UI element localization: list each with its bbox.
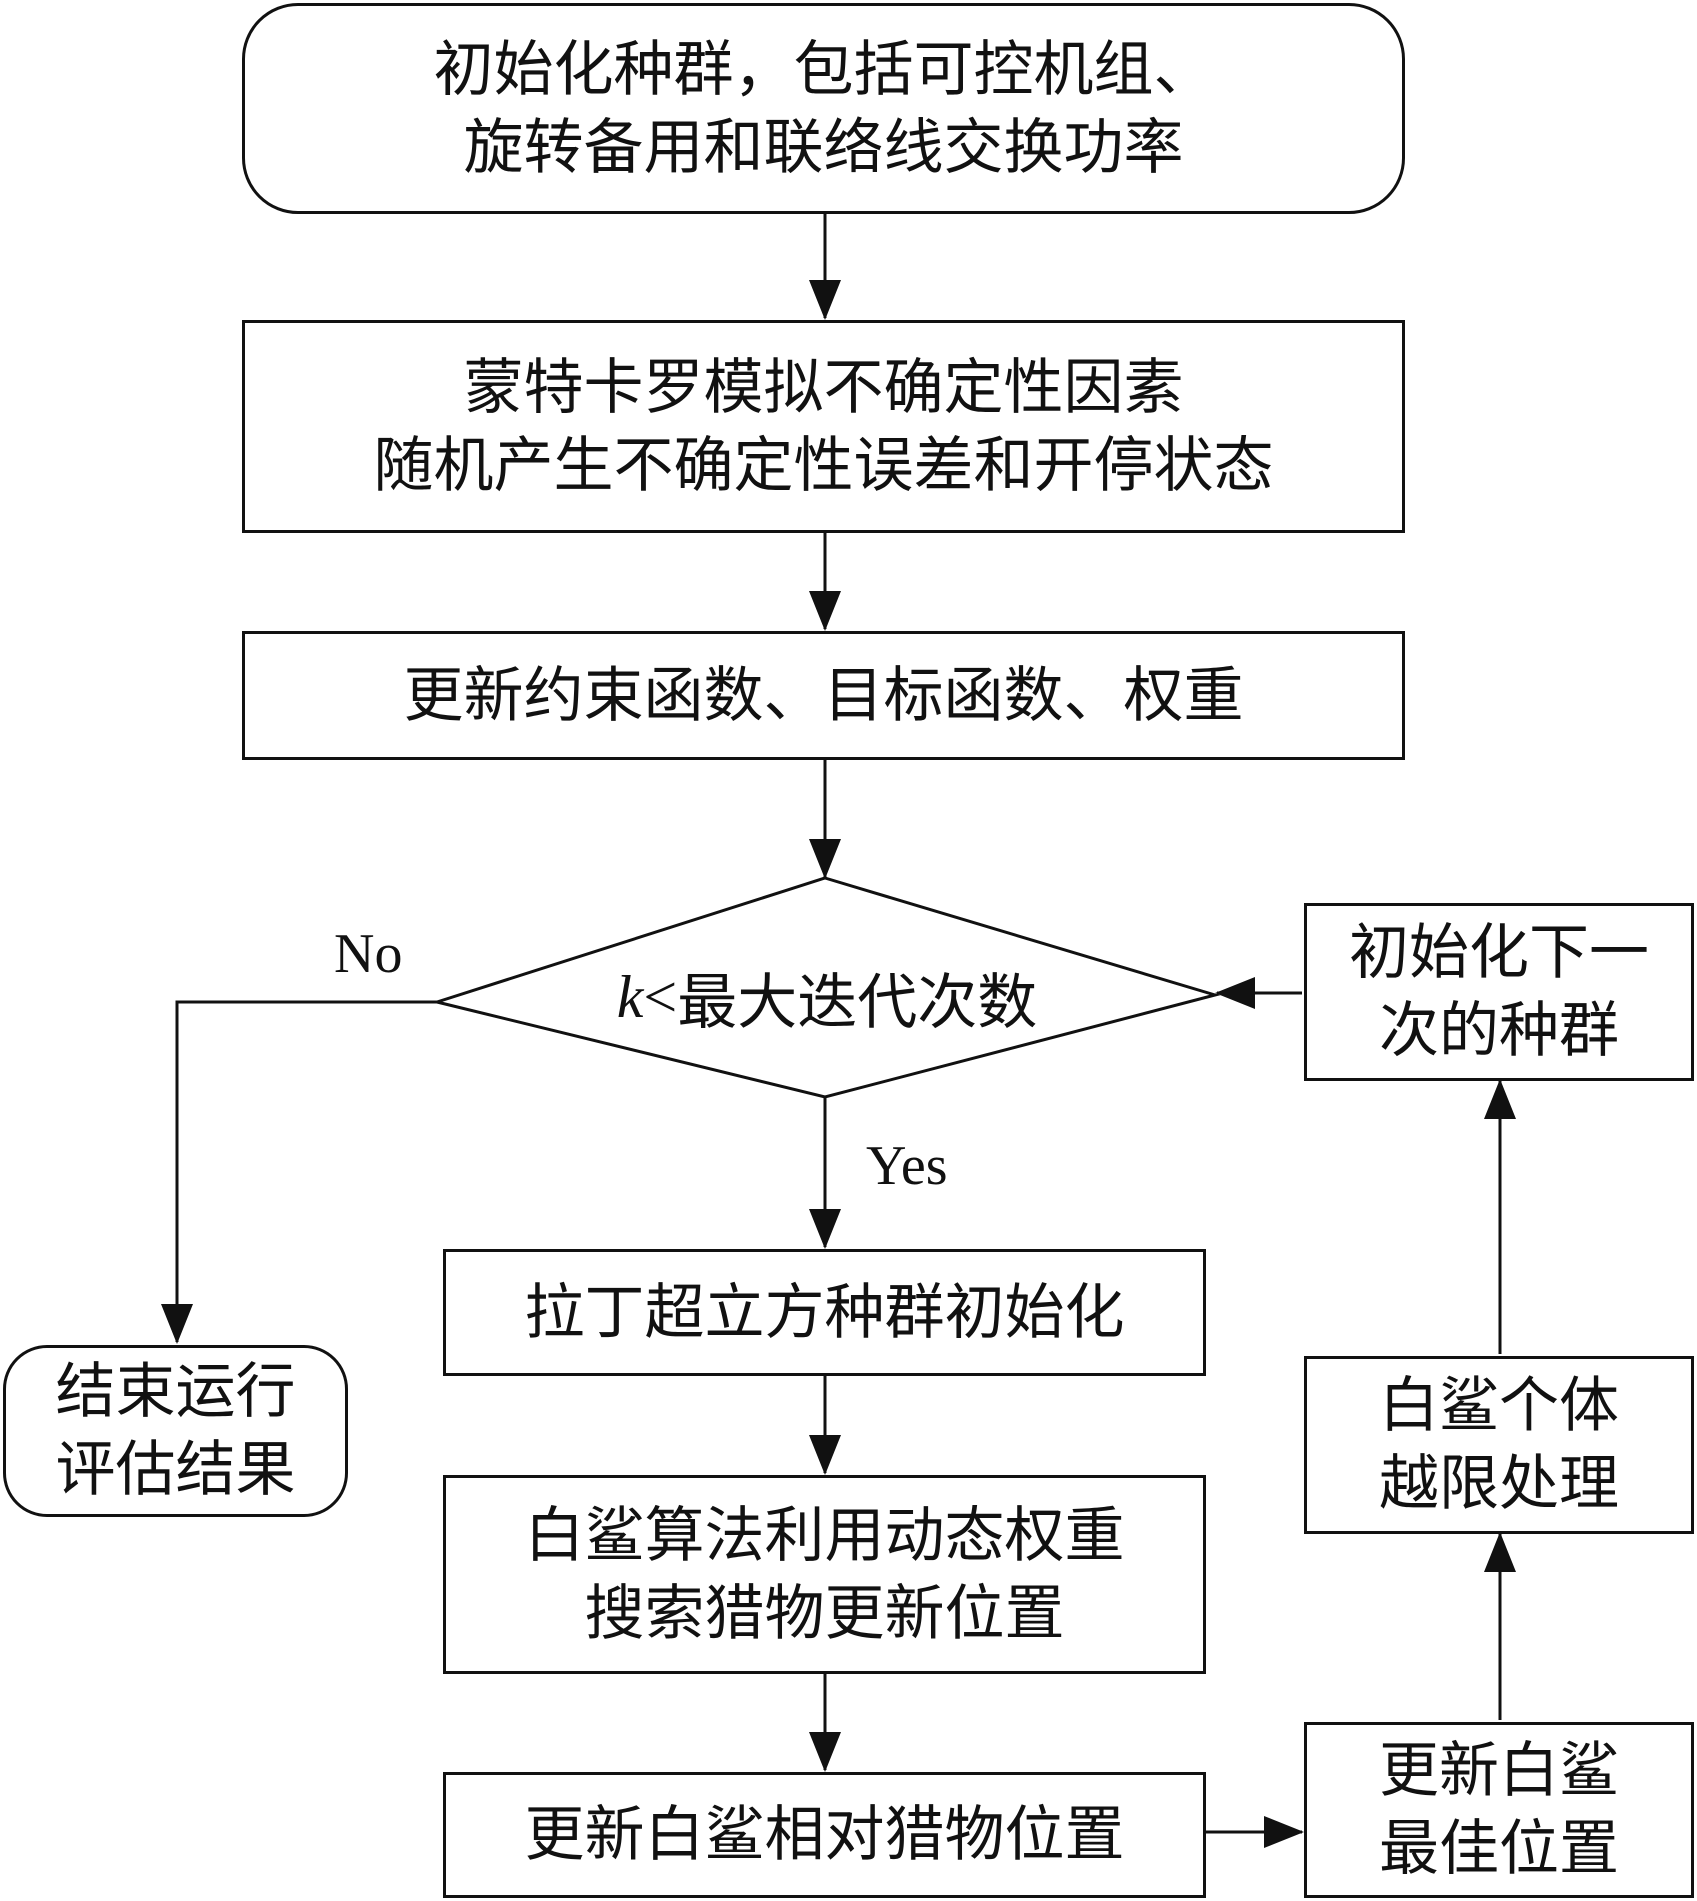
arrow-decision-no-to-end — [161, 1000, 437, 1344]
end-run-line2: 评估结果 — [55, 1435, 296, 1505]
update-functions-node: 更新约束函数、目标函数、权重 — [242, 631, 1405, 760]
yes-edge-label: Yes — [866, 1135, 948, 1197]
init-next-line1: 初始化下一 — [1349, 918, 1649, 988]
monte-carlo-node: 蒙特卡罗模拟不确定性因素 随机产生不确定性误差和开停状态 — [242, 320, 1405, 533]
update-best-line1: 更新白鲨 — [1379, 1736, 1619, 1806]
end-run-node: 结束运行 评估结果 — [3, 1345, 348, 1517]
init-next-line2: 次的种群 — [1379, 996, 1619, 1066]
monte-carlo-line2: 随机产生不确定性误差和开停状态 — [373, 430, 1274, 501]
decision-diamond — [431, 876, 1221, 1099]
update-relative-node: 更新白鲨相对猎物位置 — [443, 1772, 1206, 1898]
init-next-node: 初始化下一 次的种群 — [1304, 903, 1694, 1081]
decision-label: k<最大迭代次数 — [437, 952, 1217, 1042]
boundary-handling-node: 白鲨个体 越限处理 — [1304, 1356, 1694, 1534]
wso-search-node: 白鲨算法利用动态权重 搜索猎物更新位置 — [443, 1475, 1206, 1674]
no-edge-label: No — [334, 923, 403, 985]
init-population-line2: 旋转备用和联络线交换功率 — [463, 112, 1184, 183]
wso-search-line2: 搜索猎物更新位置 — [584, 1578, 1065, 1649]
update-relative-line1: 更新白鲨相对猎物位置 — [524, 1800, 1125, 1870]
end-run-line1: 结束运行 — [55, 1357, 296, 1427]
decision-condition: 最大迭代次数 — [677, 967, 1038, 1038]
boundary-handling-line2: 越限处理 — [1379, 1449, 1619, 1519]
update-best-line2: 最佳位置 — [1379, 1814, 1619, 1884]
monte-carlo-line1: 蒙特卡罗模拟不确定性因素 — [463, 352, 1184, 423]
init-population-line1: 初始化种群，包括可控机组、 — [433, 34, 1214, 105]
latin-hypercube-node: 拉丁超立方种群初始化 — [443, 1249, 1206, 1376]
init-population-node: 初始化种群，包括可控机组、 旋转备用和联络线交换功率 — [242, 3, 1405, 214]
update-best-node: 更新白鲨 最佳位置 — [1304, 1722, 1694, 1898]
update-functions-line1: 更新约束函数、目标函数、权重 — [403, 660, 1244, 731]
decision-variable: k — [616, 963, 644, 1030]
wso-search-line1: 白鲨算法利用动态权重 — [524, 1500, 1125, 1571]
latin-hypercube-line1: 拉丁超立方种群初始化 — [524, 1277, 1125, 1348]
decision-operator: < — [643, 963, 678, 1030]
boundary-handling-line1: 白鲨个体 — [1379, 1371, 1619, 1441]
